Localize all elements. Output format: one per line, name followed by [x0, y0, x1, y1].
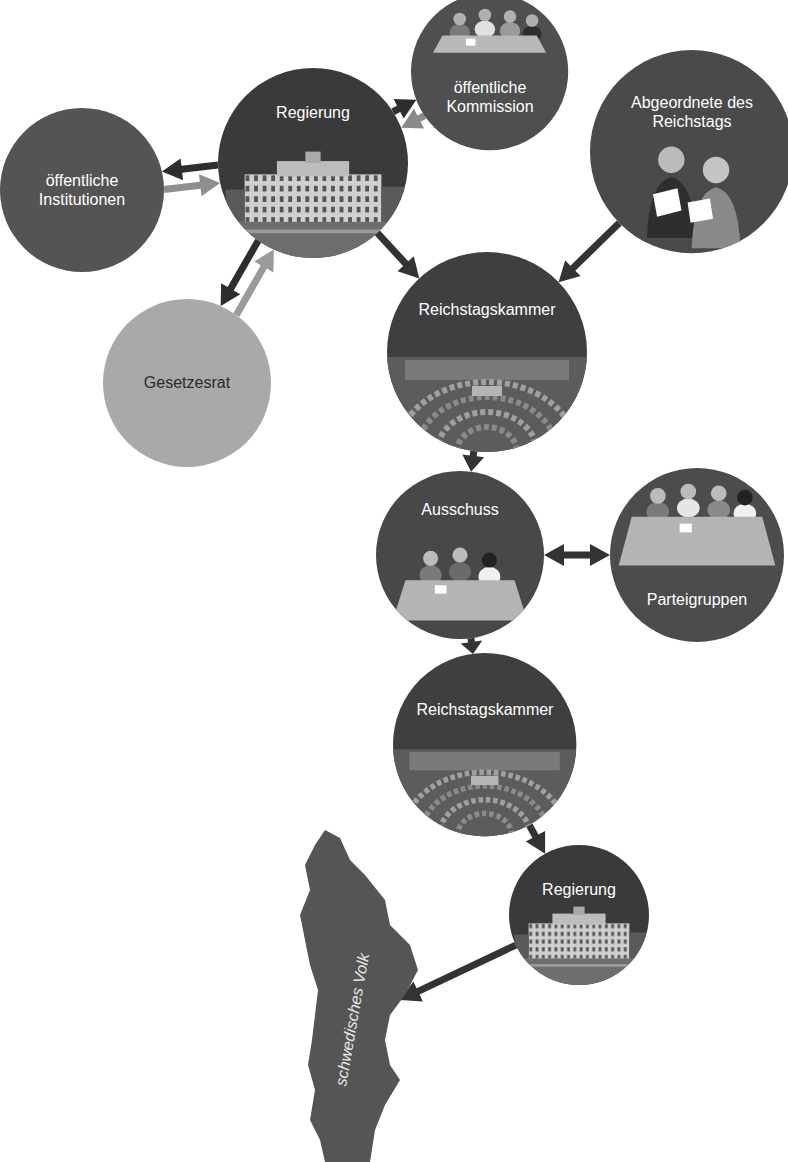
circle-fill: [387, 252, 587, 452]
flow-arrow: [462, 451, 484, 472]
circle-node: öffentliche Kommission: [411, 0, 568, 151]
flow-arrow: [461, 638, 483, 654]
flow-arrow: [375, 231, 420, 279]
circle-fill: [376, 471, 544, 639]
node-circle: [610, 468, 784, 642]
node-label: Reichstagskammer: [419, 300, 556, 319]
circle-node: Regierung: [218, 68, 408, 258]
flow-arrow: [526, 824, 545, 854]
circle-node: Reichstagskammer: [393, 653, 576, 836]
circle-node: Regierung: [509, 845, 649, 985]
node-circle: [590, 50, 788, 253]
node-label: öffentliche Institutionen: [20, 171, 145, 209]
node-circle: [411, 0, 568, 151]
node-label: Abgeordnete des Reichstags: [622, 93, 762, 131]
node-circle: [218, 68, 408, 258]
circle-node: Abgeordnete des Reichstags: [590, 50, 788, 253]
node-label: Ausschuss: [421, 500, 498, 519]
flow-arrow: [544, 544, 610, 566]
illustration: [393, 547, 527, 620]
circle-fill: [411, 0, 568, 151]
flow-arrow: [400, 942, 517, 1002]
circle-fill: [393, 653, 576, 836]
circle-fill: [103, 299, 271, 467]
illustration: [647, 147, 741, 249]
node-label: öffentliche Kommission: [437, 78, 542, 116]
circle-fill: [590, 50, 788, 253]
illustration: [619, 484, 776, 566]
node-label: Gesetzesrat: [144, 373, 230, 392]
node-label: Reichstagskammer: [417, 700, 554, 719]
flow-arrow: [221, 239, 262, 306]
circle-node: Reichstagskammer: [387, 252, 587, 452]
node-circle: [509, 845, 649, 985]
node-label: Parteigruppen: [647, 590, 748, 609]
illustration: [433, 9, 546, 53]
sweden-map: [300, 830, 418, 1162]
circle-fill: [610, 468, 784, 642]
flow-arrow: [162, 158, 219, 180]
illustration: [393, 750, 576, 837]
circle-fill: [218, 68, 408, 258]
node-circle: [376, 471, 544, 639]
map-node: schwedisches Volk: [290, 830, 440, 1162]
illustration: [387, 357, 587, 452]
illustration: [218, 152, 408, 258]
node-label: Regierung: [542, 880, 616, 899]
circle-node: Gesetzesrat: [103, 299, 271, 467]
flow-arrow: [164, 174, 221, 196]
circle-node: Parteigruppen: [610, 468, 784, 642]
circle-fill: [509, 845, 649, 985]
node-circle: [0, 108, 164, 272]
flow-arrow: [233, 250, 273, 317]
circle-node: öffentliche Institutionen: [0, 108, 164, 272]
node-circle: [387, 252, 587, 452]
illustration: [509, 907, 649, 985]
circle-fill: [0, 108, 164, 272]
node-circle: [393, 653, 576, 836]
circle-node: Ausschuss: [376, 471, 544, 639]
flow-arrow: [559, 221, 622, 283]
node-label: Regierung: [276, 103, 350, 122]
